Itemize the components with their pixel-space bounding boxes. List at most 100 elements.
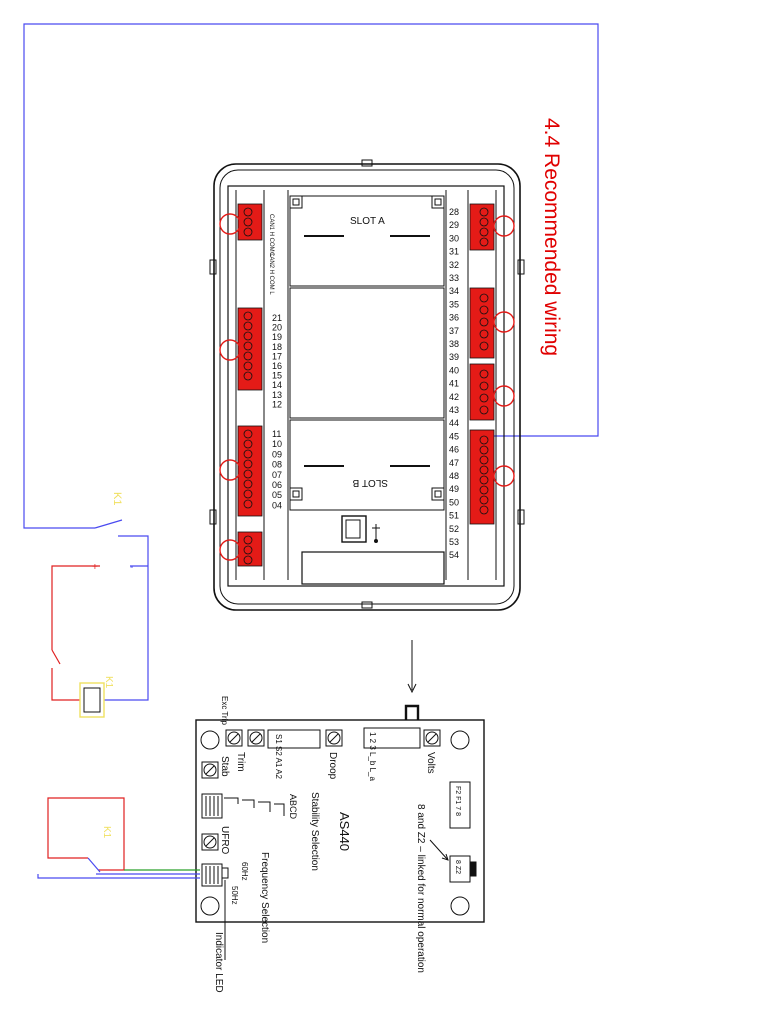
relay-label-top: K1 xyxy=(111,492,123,505)
pot-ufro[interactable] xyxy=(201,833,219,851)
terminal-number: 48 xyxy=(449,471,459,481)
avr-terminal-l xyxy=(363,727,421,749)
terminal-number: 15 xyxy=(272,371,282,381)
left-terminal-blocks xyxy=(237,203,263,567)
left-highlight-circles xyxy=(219,213,241,561)
avr-model: AS440 xyxy=(337,812,352,851)
usb-icon xyxy=(372,524,380,543)
f2f178-block xyxy=(449,781,471,829)
terminal-number: 09 xyxy=(272,449,282,459)
relay-label-coil: K1 xyxy=(103,676,114,689)
right-terminal-screws xyxy=(479,207,489,515)
right-highlight-circles xyxy=(493,215,515,487)
terminal-number: 04 xyxy=(272,500,282,510)
terminal-number: 29 xyxy=(449,220,459,230)
terminal-number: 49 xyxy=(449,484,459,494)
terminal-number: 17 xyxy=(272,351,282,361)
right-terminal-blocks xyxy=(469,203,495,525)
terminal-number: 20 xyxy=(272,323,282,333)
pot-stab[interactable] xyxy=(201,761,219,779)
pot-trim[interactable] xyxy=(225,729,243,747)
terminal-number: 11 xyxy=(272,429,281,439)
link-note: 8 and Z2 – linked for normal operation xyxy=(415,804,426,973)
z2-block xyxy=(429,839,477,883)
abcd-label: ABCD xyxy=(288,794,298,820)
down-arrow xyxy=(404,640,420,720)
stability-jumpers xyxy=(201,793,285,819)
terminal-number: 19 xyxy=(272,332,282,342)
svg-text:+: + xyxy=(92,562,98,573)
terminal-number: 52 xyxy=(449,524,459,534)
terminal-number: 18 xyxy=(272,342,282,352)
frequency-selection-label: Frequency Selection xyxy=(259,852,270,943)
stab-label: Stab xyxy=(219,756,230,777)
terminal-number: 28 xyxy=(449,207,459,217)
pot-volts[interactable] xyxy=(423,729,441,747)
terminal-number: 38 xyxy=(449,339,459,349)
terminal-number: 46 xyxy=(449,445,459,455)
exc-trip-label: Exc Trip xyxy=(220,696,229,725)
terminal-number: 41 xyxy=(449,379,459,389)
volts-label: Volts xyxy=(425,752,436,774)
page-title: 4.4 Recommended wiring xyxy=(540,118,563,356)
relay-contact-k1-top xyxy=(94,519,123,529)
terminal-number: 45 xyxy=(449,431,459,441)
relay-coil-k1 xyxy=(79,682,105,718)
terminal-number: 16 xyxy=(272,361,282,371)
terminal-number: 21 xyxy=(272,313,282,323)
terminal-l-label: 1 2 3 L_b L_a xyxy=(368,732,377,781)
terminal-number: 12 xyxy=(272,399,282,409)
hz60-label: 60Hz xyxy=(240,862,249,881)
terminal-number: 10 xyxy=(272,439,282,449)
terminal-number: 39 xyxy=(449,352,459,362)
pot-trim-2[interactable] xyxy=(247,729,265,747)
blue-wire-loop xyxy=(23,23,599,701)
terminal-number: 34 xyxy=(449,286,459,296)
left-terminal-screws xyxy=(243,207,253,565)
avr-board xyxy=(195,719,485,923)
terminal-s-label: S1 S2 A1 A2 xyxy=(274,734,283,779)
terminal-number: 07 xyxy=(272,470,282,480)
stability-selection-label: Stability Selection xyxy=(309,792,320,871)
terminal-number: 05 xyxy=(272,490,282,500)
terminal-number: 36 xyxy=(449,313,459,323)
terminal-number: 32 xyxy=(449,260,459,270)
relay-label-bottom: K1 xyxy=(101,826,112,839)
terminal-number: 14 xyxy=(272,380,282,390)
coil-circuit: + - xyxy=(51,562,148,701)
terminal-number: 54 xyxy=(449,550,459,560)
terminal-number: 51 xyxy=(449,511,459,521)
slot-a-label: SLOT A xyxy=(350,216,385,227)
terminal-number: 37 xyxy=(449,326,459,336)
right-terminal-numbers: 2829303132333435363738394041424344454647… xyxy=(449,207,459,560)
f2f178-label: F2 F1 7 8 xyxy=(454,786,461,816)
terminal-number: 42 xyxy=(449,392,459,402)
indicator-led-label: Indicator LED xyxy=(213,932,224,993)
terminal-number: 50 xyxy=(449,497,459,507)
terminal-number: 44 xyxy=(449,418,459,428)
terminal-number: 13 xyxy=(272,390,282,400)
terminal-number: 43 xyxy=(449,405,459,415)
terminal-number: 40 xyxy=(449,365,459,375)
terminal-number: 31 xyxy=(449,247,459,257)
freq-wire-circuit xyxy=(37,797,200,879)
svg-text:-: - xyxy=(130,562,133,573)
ufro-label: UFRO xyxy=(219,826,230,855)
terminal-number: 06 xyxy=(272,480,282,490)
terminal-number: 35 xyxy=(449,299,459,309)
terminal-number: 33 xyxy=(449,273,459,283)
pot-droop[interactable] xyxy=(325,729,343,747)
can2-label: CAN2 H COM L xyxy=(268,252,274,295)
can1-label: CAN1 H COM L xyxy=(268,214,274,257)
z2-label: 8 Z2 xyxy=(454,860,461,874)
slot-b-label: SLOT B xyxy=(352,477,388,488)
hz50-label: 50Hz xyxy=(230,886,239,905)
terminal-number: 53 xyxy=(449,537,459,547)
terminal-number: 30 xyxy=(449,233,459,243)
frequency-jumper[interactable] xyxy=(201,863,229,960)
avr-terminal-s xyxy=(267,729,321,749)
terminal-number: 08 xyxy=(272,460,282,470)
